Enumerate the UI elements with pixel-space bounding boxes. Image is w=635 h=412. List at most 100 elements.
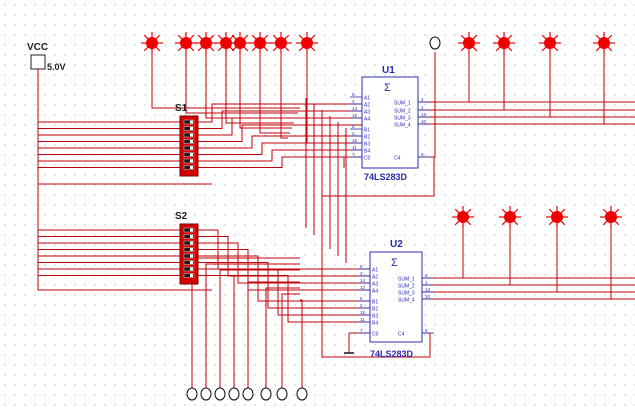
switch-toggle[interactable] [183,240,195,246]
switch-toggle[interactable] [183,126,195,131]
lamp-off-icon[interactable] [228,387,240,401]
chip-pin-label: B3 [372,314,378,320]
chip-pin-number: 6 [360,296,363,301]
wire [280,52,288,139]
lamp-off-icon[interactable] [276,387,288,401]
lamp-lit-icon[interactable] [175,32,197,54]
wire [233,275,300,388]
chip-pin-label: SUM_2 [398,284,415,290]
lamp-lit-icon[interactable] [499,206,521,228]
switch-toggle-knob [190,153,193,156]
switch-toggle-knob [190,166,193,169]
vcc-source[interactable]: VCC 5.0V [27,42,66,72]
switch-toggle-knob [190,120,193,124]
chip-u2[interactable]: U2 Σ A15A23A314A412B16B22B315B411C07SUM_… [358,239,434,359]
chip-pin-number: 15 [352,138,358,143]
switch-ref-s2: S2 [175,211,188,222]
lamp-lit-icon[interactable] [546,206,568,228]
dip-switch-s1[interactable]: S1 [175,103,199,177]
chip-pin-label: SUM_1 [398,277,415,283]
lamp-lit-icon[interactable] [249,32,271,54]
lamp-lit-icon[interactable] [593,32,615,54]
lamp-lit-icon[interactable] [215,32,237,54]
chip-pin-label: C0 [372,332,379,338]
chip-pin-number: 14 [360,278,366,283]
chip-pin-number: 11 [352,145,357,150]
chip-u1[interactable]: U1 Σ A15A23A314A412B16B22B315B411C07SUM_… [350,65,430,182]
switch-toggle-knob [190,248,193,251]
chip-pin-number: 9 [421,152,424,157]
wire [265,287,300,388]
lamp-lit-icon[interactable] [458,32,480,54]
vcc-value: 5.0V [47,62,66,72]
switch-toggles-s2[interactable] [183,227,195,278]
chip-pin-label: C0 [364,156,371,162]
switch-toggle[interactable] [183,247,195,252]
chip-part-u2: 74LS283D [370,349,414,359]
switch-toggle[interactable] [183,119,195,125]
lamp-lit-icon[interactable] [539,32,561,54]
chip-pin-number: 12 [352,113,358,118]
lamp-off-icon[interactable] [200,387,212,401]
chip-pin-label: B2 [364,135,370,141]
lamp-off-icon[interactable] [242,387,254,401]
chip-pin-label: SUM_2 [394,109,411,115]
chip-pin-number: 11 [360,317,365,322]
ground-symbol[interactable] [344,333,354,354]
chip-body-u2 [369,251,423,343]
switch-toggle-knob [190,241,193,245]
indicator-lamps[interactable] [141,32,622,401]
switch-toggle[interactable] [183,158,195,164]
chip-pin-label: B4 [364,149,370,155]
chip-pin-label: B3 [364,142,370,148]
switch-toggles-s1[interactable] [183,119,195,170]
wire [286,52,308,144]
lamp-lit-icon[interactable] [229,32,251,54]
lamp-lit-icon[interactable] [141,32,163,54]
chip-pin-label: SUM_4 [398,298,415,304]
switch-toggle[interactable] [183,165,195,170]
wire [247,281,300,388]
switch-toggle[interactable] [183,132,195,138]
switch-toggle[interactable] [183,273,195,278]
lamp-lit-icon[interactable] [493,32,515,54]
wire [37,184,212,291]
dip-switch-s2[interactable]: S2 [175,211,199,285]
switch-toggle[interactable] [183,260,195,265]
switch-toggle[interactable] [183,234,195,239]
chip-pin-label: B4 [372,321,378,327]
lamp-lit-icon[interactable] [452,206,474,228]
chip-pin-number: 9 [425,328,428,333]
switch-toggle-knob [190,140,193,143]
switch-toggle-knob [190,159,193,163]
switch-toggle[interactable] [183,145,195,151]
switch-toggle[interactable] [183,139,195,144]
switch-toggle[interactable] [183,227,195,233]
lamp-lit-icon[interactable] [270,32,292,54]
lamp-off-icon[interactable] [429,36,441,50]
chip-pin-number: 15 [360,310,366,315]
switch-toggle[interactable] [183,253,195,259]
switch-toggle[interactable] [183,266,195,272]
lamp-off-icon[interactable] [260,387,272,401]
lamp-lit-icon[interactable] [296,32,318,54]
lamp-off-icon[interactable] [296,387,308,401]
wire [185,52,298,114]
chip-pin-label: SUM_1 [394,101,411,107]
lamp-off-icon[interactable] [186,387,198,401]
chip-pin-number: 2 [360,303,363,308]
wire [225,52,294,124]
wire [198,142,362,155]
switch-toggle[interactable] [183,152,195,157]
lamp-off-icon[interactable] [214,387,226,401]
lamp-lit-icon[interactable] [600,206,622,228]
chip-body-u1 [361,76,419,169]
lamp-lit-icon[interactable] [195,32,217,54]
wire [198,117,362,136]
chip-pin-label: SUM_3 [394,116,411,122]
wire [198,255,370,302]
switch-toggle-knob [190,261,193,264]
switch-toggle-knob [190,254,193,258]
